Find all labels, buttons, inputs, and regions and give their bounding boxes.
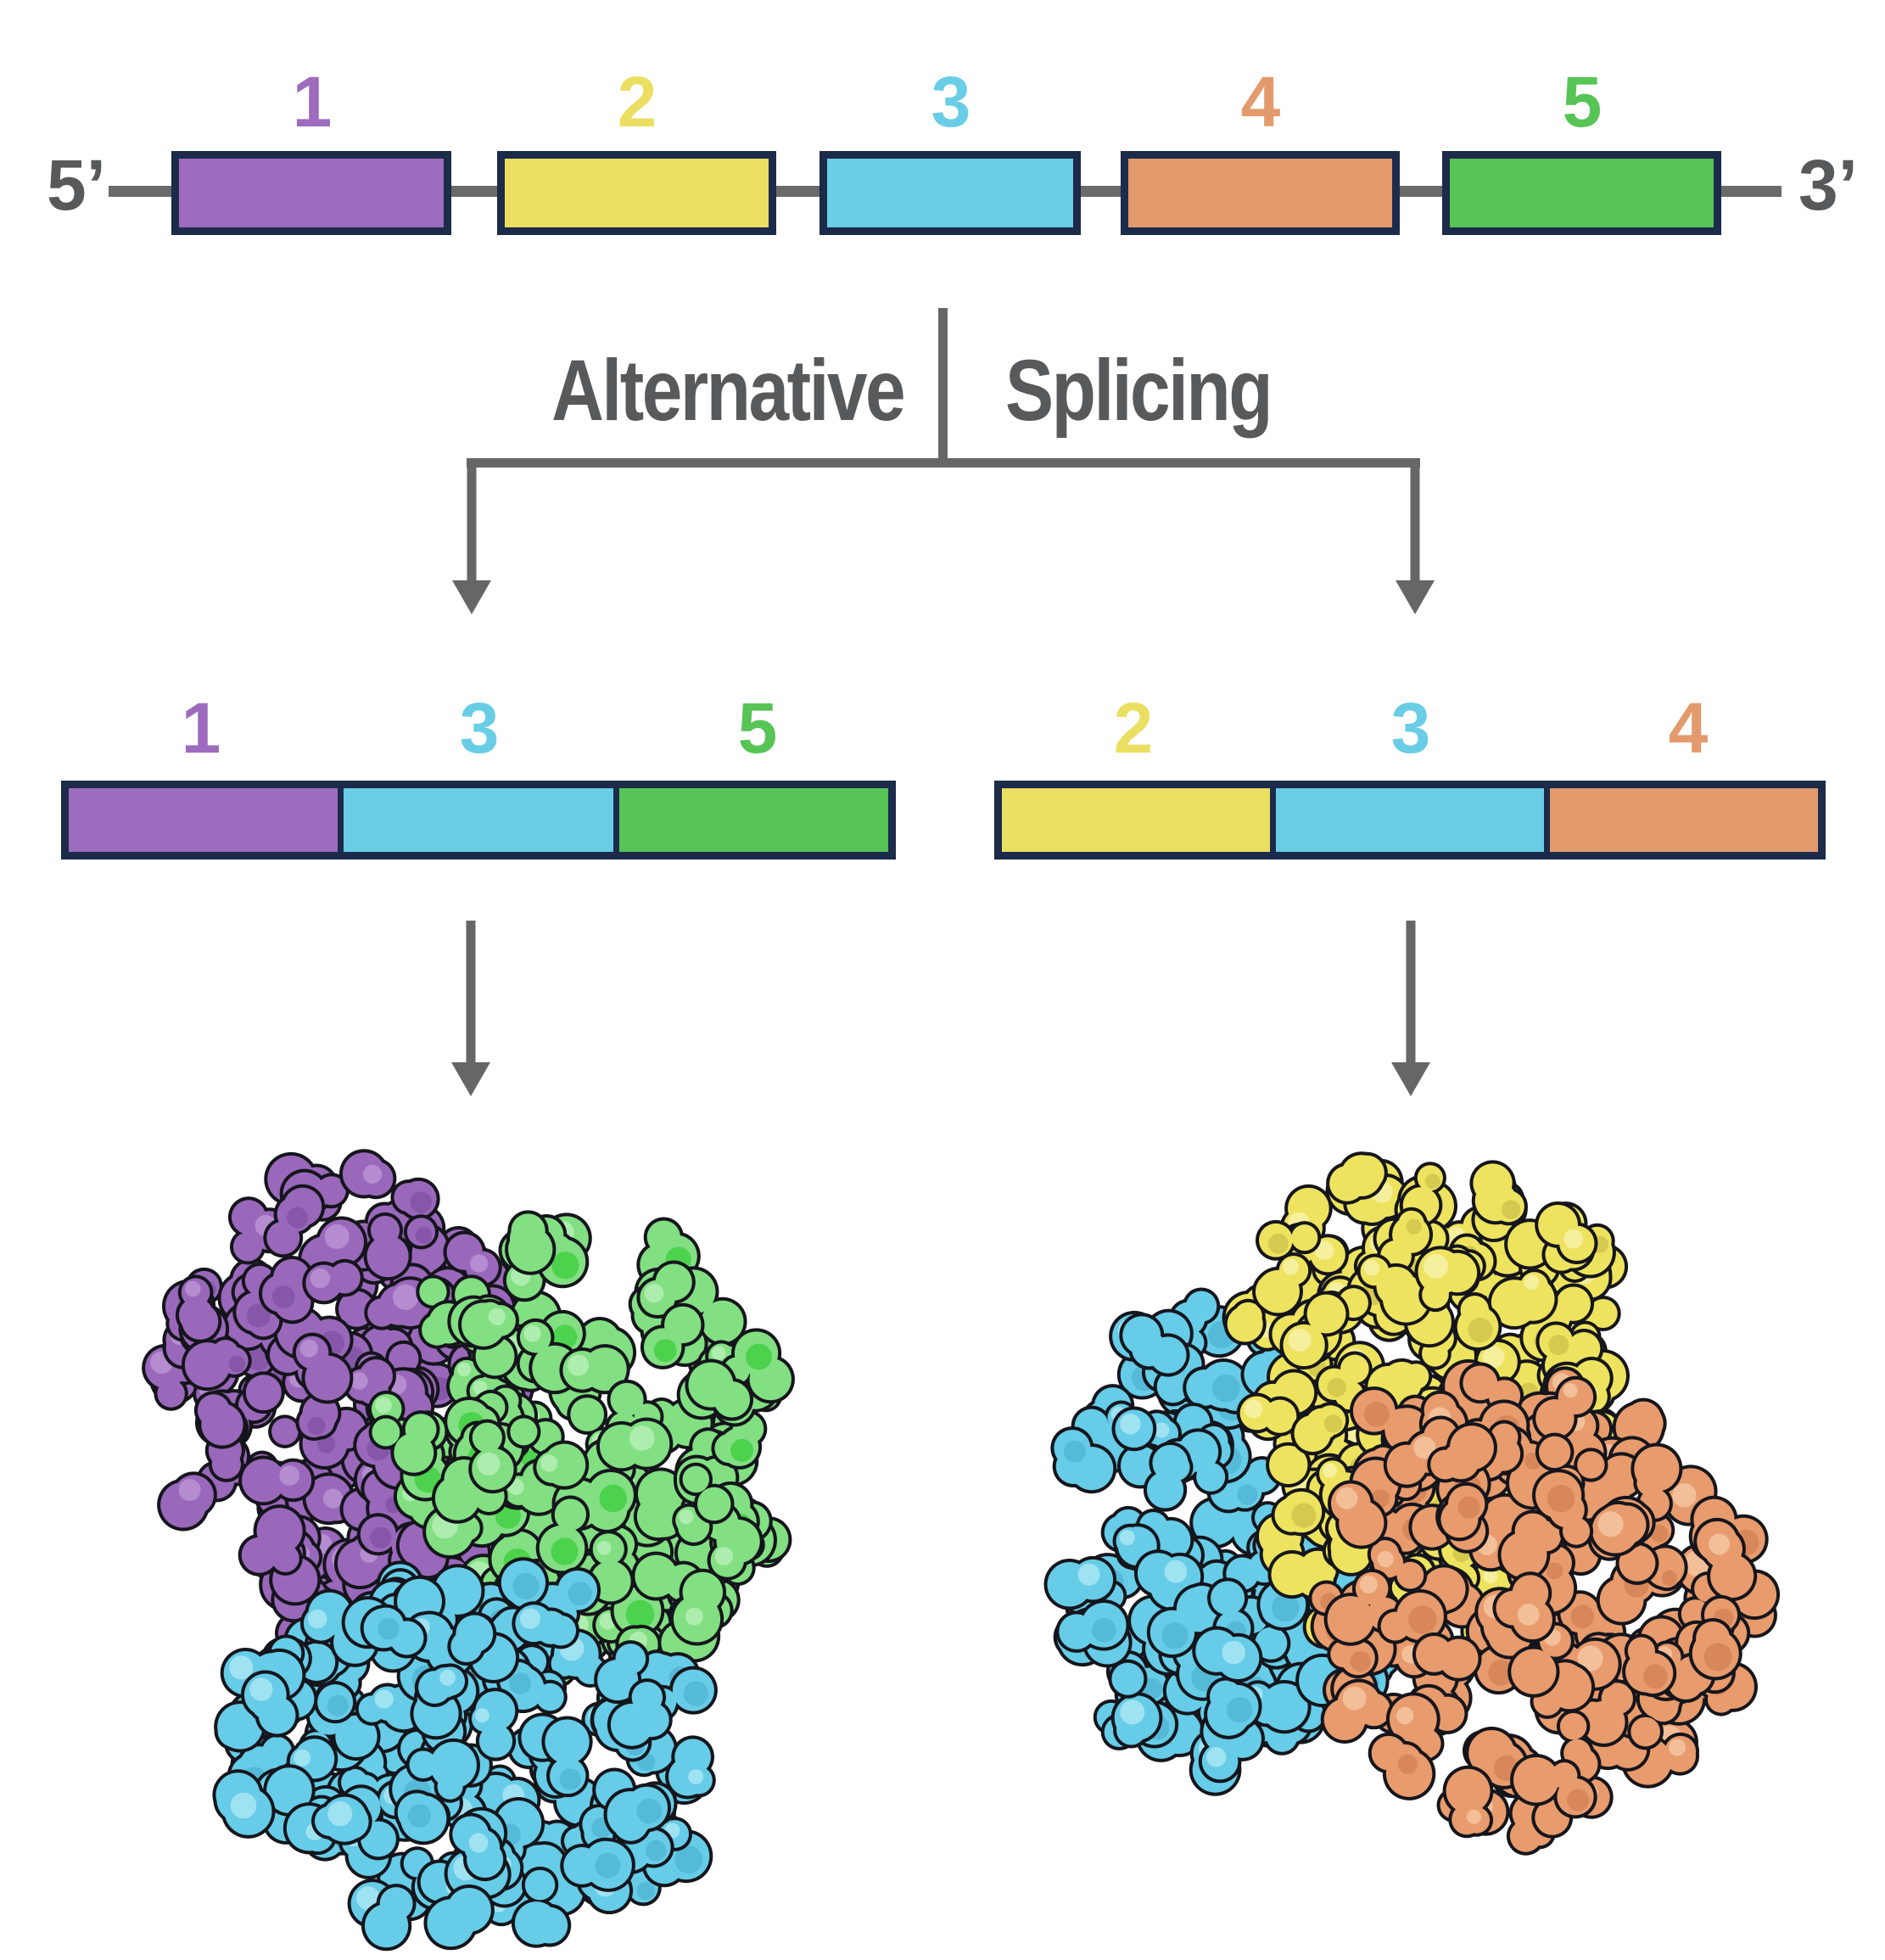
alternative-splicing-label-left: Alternative <box>551 342 906 439</box>
isoform-right-exon-3-number: 3 <box>1390 688 1431 768</box>
isoform-right-exon-2-number: 2 <box>1113 688 1154 768</box>
mrna-isoform-right-bar <box>994 781 1826 860</box>
gene-exon-5-number: 5 <box>1562 62 1603 142</box>
protein-isoform-right-234 <box>1043 1151 1781 1856</box>
gene-exon-4-box <box>1121 151 1400 235</box>
gene-exon-2-number: 2 <box>617 62 657 142</box>
isoform-left-exon-3-number: 3 <box>459 688 500 768</box>
isoform-left-segment-exon5 <box>612 788 888 852</box>
isoform-right-exon-4-number: 4 <box>1668 688 1709 768</box>
isoform-right-segment-exon4 <box>1544 788 1818 852</box>
translation-arrow-right <box>1391 921 1430 1096</box>
gene-exon-2-box <box>497 151 776 235</box>
gene-exon-1-number: 1 <box>292 62 333 142</box>
isoform-left-segment-exon1 <box>69 788 338 852</box>
five-prime-label: 5’ <box>46 145 107 225</box>
mrna-isoform-left-bar <box>61 781 896 860</box>
gene-exon-5-box <box>1442 151 1721 235</box>
gene-exon-1-box <box>171 151 451 235</box>
isoform-left-exon-5-number: 5 <box>737 688 778 768</box>
isoform-left-exon-1-number: 1 <box>181 688 221 768</box>
protein-isoform-left-135 <box>142 1149 795 1952</box>
isoform-right-segment-exon3 <box>1270 788 1544 852</box>
gene-exon-4-number: 4 <box>1240 62 1281 142</box>
gene-exon-3-box <box>819 151 1081 235</box>
isoform-left-segment-exon3 <box>338 788 613 852</box>
isoform-right-segment-exon2 <box>1002 788 1270 852</box>
three-prime-label: 3’ <box>1798 145 1859 225</box>
gene-exon-3-number: 3 <box>931 62 971 142</box>
translation-arrow-left <box>451 921 490 1096</box>
alternative-splicing-label-right: Splicing <box>1005 342 1273 439</box>
